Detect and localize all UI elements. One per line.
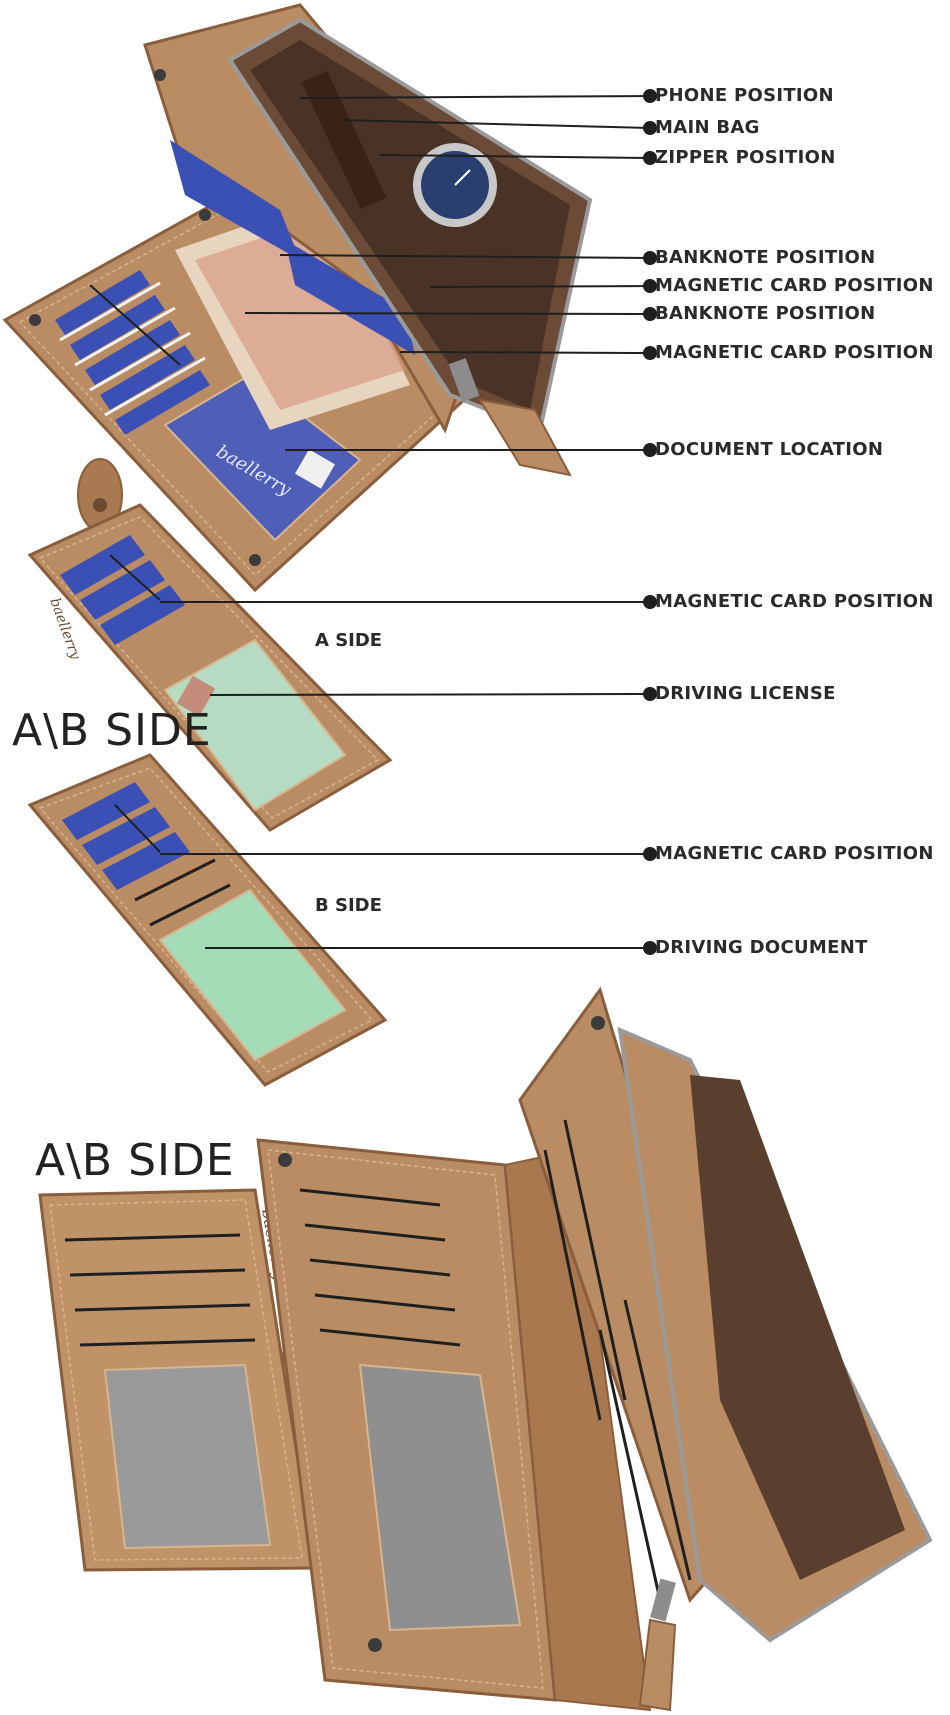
label-zipper-position: ZIPPER POSITION xyxy=(655,147,836,168)
window-bottom-insert xyxy=(103,1363,272,1550)
zipper-pull xyxy=(448,358,480,402)
label-phone-position: PHONE POSITION xyxy=(655,85,834,106)
a-side-label: A SIDE xyxy=(315,630,383,651)
callout-dot xyxy=(643,307,657,321)
callout-dot xyxy=(643,89,657,103)
ab-side-heading: A\B SIDE xyxy=(35,1135,235,1186)
label-main-bag: MAIN BAG xyxy=(655,117,760,138)
license-window-b xyxy=(158,888,347,1062)
label-magnetic-card-position: MAGNETIC CARD POSITION xyxy=(655,843,934,864)
callout-dot xyxy=(643,346,657,360)
window-bottom-wallet xyxy=(358,1363,522,1632)
callout-dot xyxy=(643,941,657,955)
leader-lines xyxy=(89,95,651,949)
callout-dot xyxy=(643,443,657,457)
watch-strap xyxy=(301,70,387,210)
label-banknote-position: BANKNOTE POSITION xyxy=(655,303,876,324)
callout-dot xyxy=(643,251,657,265)
ab-side-heading: A\B SIDE xyxy=(12,705,212,756)
label-banknote-position: BANKNOTE POSITION xyxy=(655,247,876,268)
license-window-a xyxy=(163,638,347,812)
label-driving-license: DRIVING LICENSE xyxy=(655,683,836,704)
label-magnetic-card-position: MAGNETIC CARD POSITION xyxy=(655,275,934,296)
label-driving-document: DRIVING DOCUMENT xyxy=(655,937,868,958)
b-side-label: B SIDE xyxy=(315,895,382,916)
callout-dot xyxy=(643,595,657,609)
document-window xyxy=(163,373,362,542)
callout-dot xyxy=(643,279,657,293)
open-wallet-bottom xyxy=(256,986,933,1712)
callout-dot xyxy=(643,687,657,701)
callout-dot xyxy=(643,121,657,135)
callout-dot xyxy=(643,847,657,861)
label-document-location: DOCUMENT LOCATION xyxy=(655,439,884,460)
callout-dot xyxy=(643,151,657,165)
label-magnetic-card-position: MAGNETIC CARD POSITION xyxy=(655,342,934,363)
open-wallet-top: baellerry xyxy=(2,3,593,593)
card-slots-left xyxy=(55,270,210,435)
label-magnetic-card-position: MAGNETIC CARD POSITION xyxy=(655,591,934,612)
card-insert-b-side xyxy=(27,753,388,1087)
